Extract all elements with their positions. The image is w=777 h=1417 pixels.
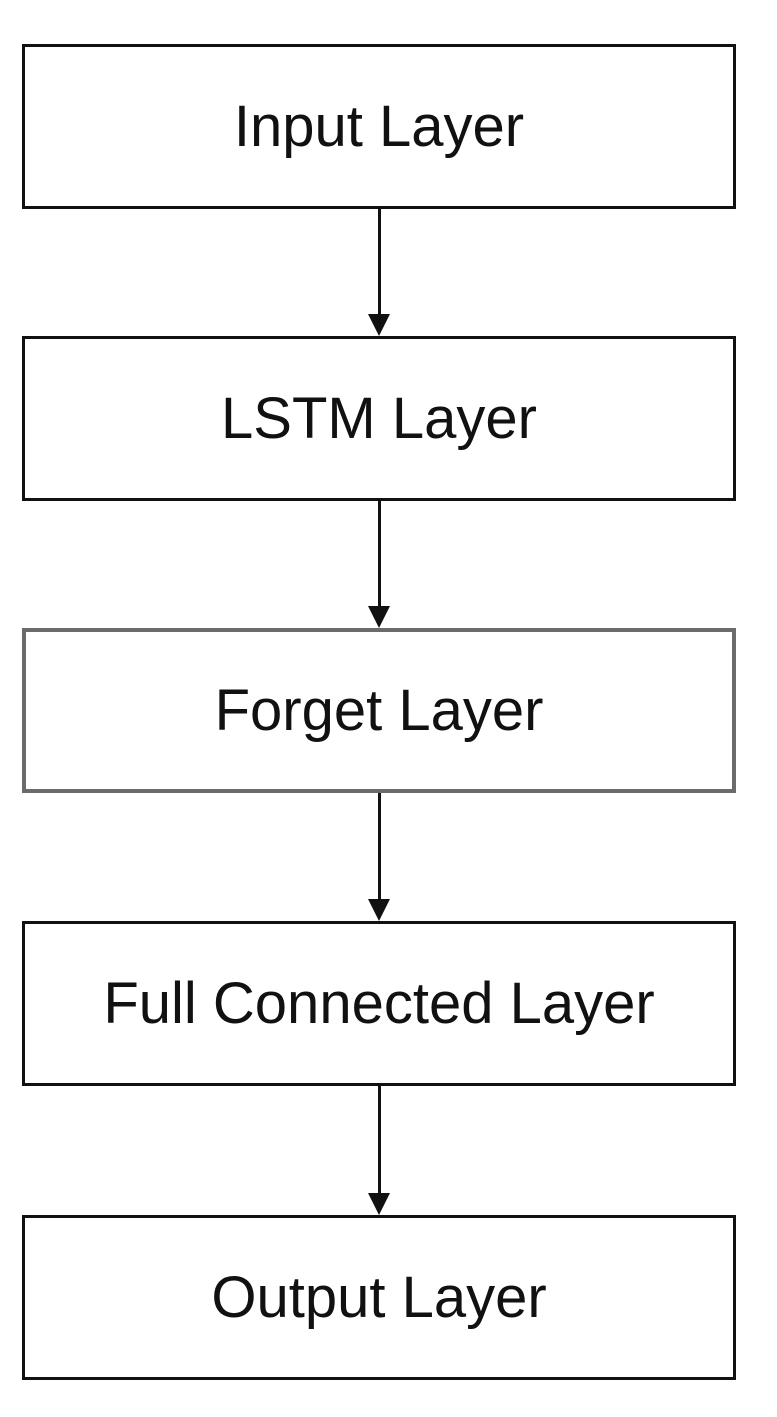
input-layer-label: Input Layer: [233, 94, 525, 159]
arrow-line: [378, 1086, 381, 1194]
lstm-layer-label: LSTM Layer: [221, 386, 537, 451]
arrow-input-to-lstm: [368, 209, 390, 336]
arrow-head-icon: [368, 899, 390, 921]
output-layer-node: Output Layer: [22, 1215, 736, 1380]
full-connected-layer-node: Full Connected Layer: [22, 921, 736, 1086]
arrow-head-icon: [368, 314, 390, 336]
lstm-layer-node: LSTM Layer: [22, 336, 736, 501]
arrow-head-icon: [368, 606, 390, 628]
arrow-line: [378, 209, 381, 315]
forget-layer-node: Forget Layer: [22, 628, 736, 793]
arrow-line: [378, 501, 381, 607]
output-layer-label: Output Layer: [211, 1265, 547, 1330]
input-layer-node: Input Layer: [22, 44, 736, 209]
arrow-full-connected-to-output: [368, 1086, 390, 1215]
full-connected-layer-label: Full Connected Layer: [103, 971, 655, 1036]
arrow-line: [378, 793, 381, 900]
arrow-forget-to-full-connected: [368, 793, 390, 921]
arrow-lstm-to-forget: [368, 501, 390, 628]
forget-layer-label: Forget Layer: [214, 678, 544, 743]
arrow-head-icon: [368, 1193, 390, 1215]
